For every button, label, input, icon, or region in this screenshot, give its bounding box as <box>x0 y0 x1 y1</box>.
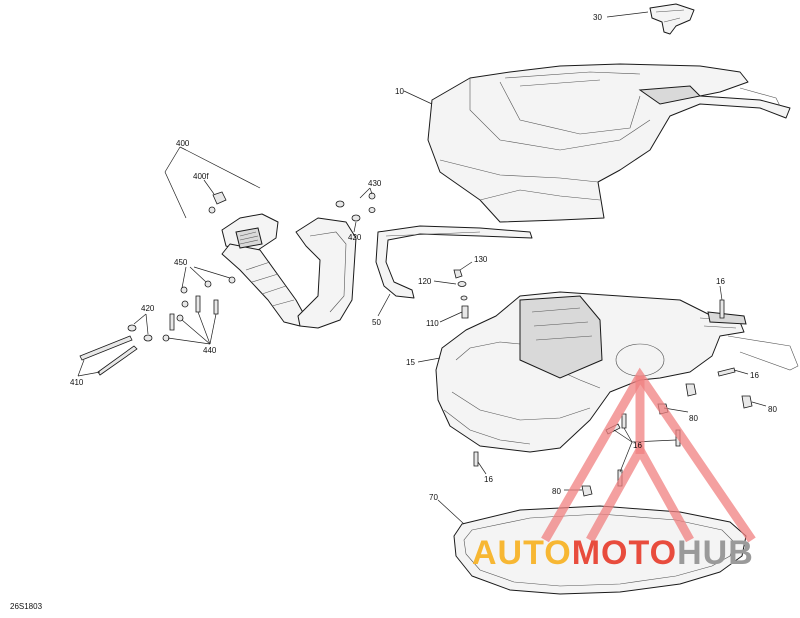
callout-430: 430 <box>368 179 382 188</box>
watermark-hub: HUB <box>677 534 754 572</box>
callout-440: 440 <box>203 346 217 355</box>
part-30-clip <box>606 3 695 35</box>
callout-80-lower: 80 <box>552 487 561 496</box>
watermark-brand: AUTOMOTOHUB <box>472 534 754 573</box>
part-410-420-long-bolts <box>77 313 153 377</box>
drawing-code: 26S1803 <box>10 602 43 611</box>
callout-50: 50 <box>372 318 381 327</box>
callout-80-center: 80 <box>689 414 698 423</box>
part-70-seal <box>437 499 747 595</box>
callout-16-left: 16 <box>484 475 493 484</box>
callout-400: 400 <box>176 139 190 148</box>
callout-15: 15 <box>406 358 415 367</box>
part-400-bracket-assembly <box>164 146 357 329</box>
callout-70: 70 <box>429 493 438 502</box>
callout-16-right: 16 <box>750 371 759 380</box>
callout-30: 30 <box>593 13 602 22</box>
watermark-auto: AUTO <box>472 534 572 572</box>
callout-110: 110 <box>426 319 439 328</box>
callout-80-right: 80 <box>768 405 777 414</box>
callout-16-center: 16 <box>633 441 642 450</box>
callout-420-upper: 420 <box>348 233 362 242</box>
callout-16-top: 16 <box>716 277 725 286</box>
callout-120: 120 <box>418 277 432 286</box>
part-430-420-washers-upper <box>335 187 376 233</box>
part-10-upper-cover <box>403 63 791 223</box>
part-15-main-housing <box>417 291 799 453</box>
part-450-440-small-bolts <box>162 266 236 345</box>
callout-410: 410 <box>70 378 84 387</box>
callout-420-lower: 420 <box>141 304 155 313</box>
watermark-moto: MOTO <box>571 534 678 572</box>
callout-450: 450 <box>174 258 188 267</box>
part-50-trim-strip <box>375 225 533 317</box>
callout-10: 10 <box>395 87 404 96</box>
watermark-logo-triangles <box>541 367 756 543</box>
part-110-120-130-hardware <box>433 261 473 323</box>
callout-130: 130 <box>474 255 488 264</box>
callout-400f: 400f <box>193 172 209 181</box>
